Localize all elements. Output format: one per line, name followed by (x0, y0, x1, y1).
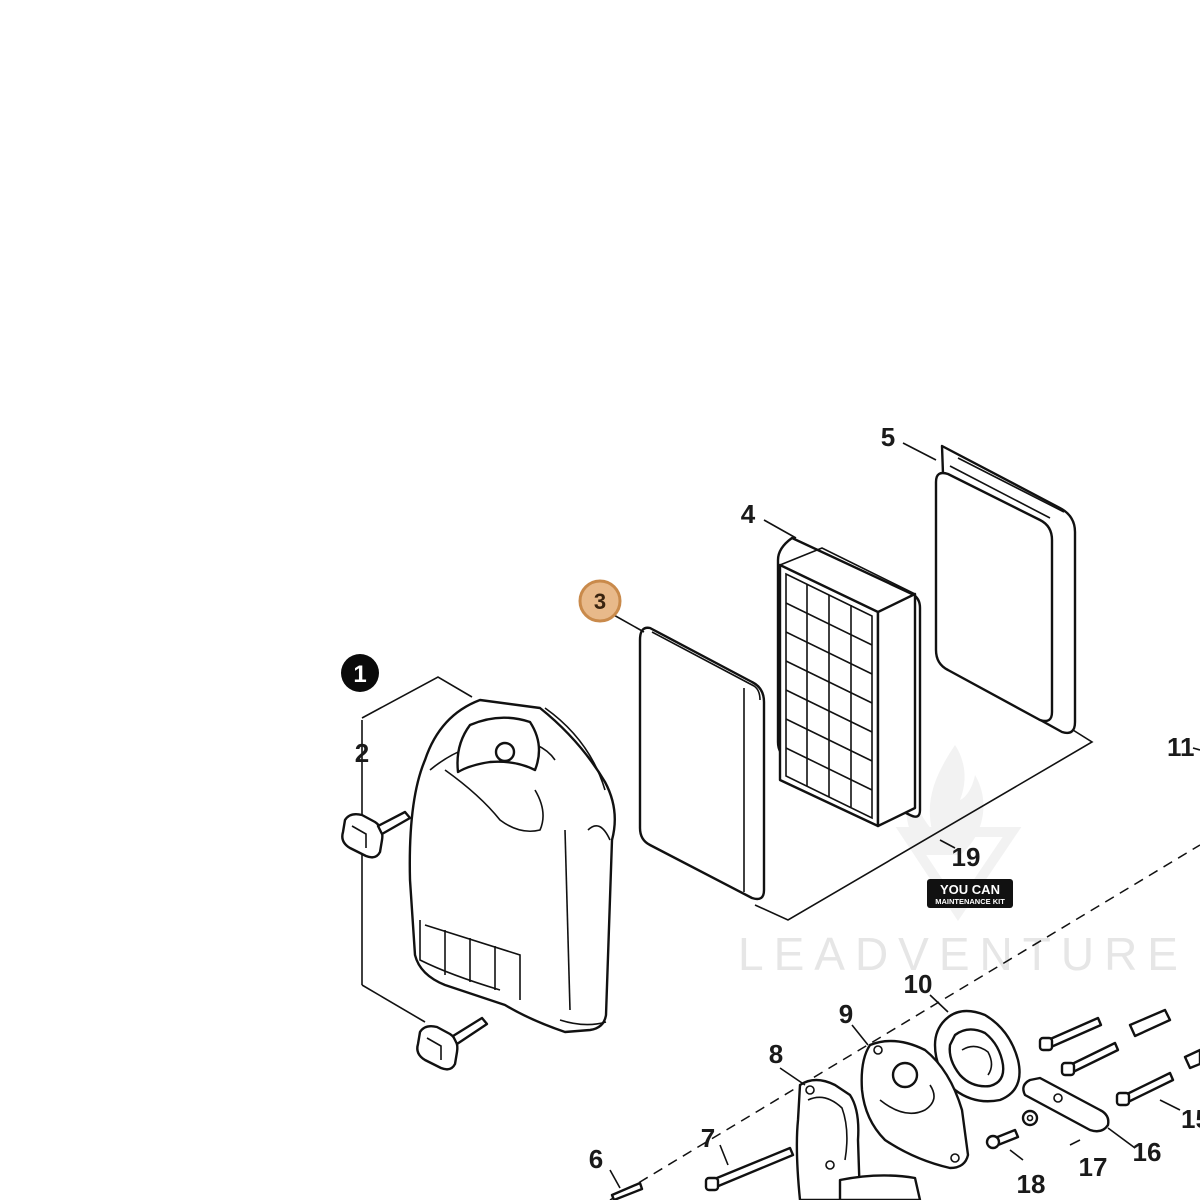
assembly-axis (609, 844, 1200, 1200)
callout-15[interactable]: 15 (1181, 1104, 1200, 1134)
callout-4[interactable]: 4 (741, 499, 756, 529)
knob-screw-icon (341, 810, 412, 859)
leadventure-watermark: LEADVENTURE (738, 745, 1188, 980)
callout-3[interactable]: 3 (578, 579, 622, 623)
kit-badge-subtitle: MAINTENANCE KIT (935, 897, 1005, 906)
callout-19[interactable]: 19 (952, 842, 981, 872)
callout-11[interactable]: 11 (1167, 732, 1195, 762)
callout-16[interactable]: 16 (1133, 1137, 1162, 1167)
grid-filter-icon (776, 536, 922, 828)
callout-15-label: 15 (1181, 1104, 1200, 1134)
callout-6-label: 6 (589, 1144, 603, 1174)
air-filter-cover-icon (408, 698, 616, 1034)
callout-8-label: 8 (769, 1039, 783, 1069)
callout-3-label: 3 (594, 589, 606, 614)
callout-5[interactable]: 5 (881, 422, 895, 452)
callout-2[interactable]: 2 (355, 738, 369, 768)
callout-11-label: 11 (1167, 732, 1195, 762)
watermark-text: LEADVENTURE (738, 928, 1188, 980)
callout-16-label: 16 (1133, 1137, 1162, 1167)
pre-filter-pad-icon (638, 626, 766, 901)
callout-10-label: 10 (904, 969, 933, 999)
base-plate-icon (795, 1078, 922, 1200)
callout-9-label: 9 (839, 999, 853, 1029)
gasket-icon (860, 1039, 970, 1170)
callout-18[interactable]: 18 (1017, 1169, 1046, 1199)
callout-18-label: 18 (1017, 1169, 1046, 1199)
callout-19-label: 19 (952, 842, 981, 872)
callout-4-label: 4 (741, 499, 756, 529)
callout-17-label: 17 (1079, 1152, 1108, 1182)
callout-7[interactable]: 7 (701, 1123, 715, 1153)
callout-5-label: 5 (881, 422, 895, 452)
callout-1[interactable]: 1 (341, 654, 379, 692)
bracket-icon (1022, 1076, 1110, 1133)
flame-logo-icon (895, 745, 1022, 921)
callout-9[interactable]: 9 (839, 999, 853, 1029)
callout-1-label: 1 (353, 661, 366, 688)
callout-6[interactable]: 6 (589, 1144, 603, 1174)
panel-filter-icon (934, 444, 1077, 735)
callout-17[interactable]: 17 (1079, 1152, 1108, 1182)
knob-screw-icon (416, 1016, 489, 1071)
callout-2-label: 2 (355, 738, 369, 768)
callout-8[interactable]: 8 (769, 1039, 783, 1069)
maintenance-kit-badge: YOU CAN MAINTENANCE KIT (927, 879, 1013, 908)
callout-7-label: 7 (701, 1123, 715, 1153)
seal-icon (933, 1009, 1021, 1103)
leader-lines (609, 442, 1200, 1189)
callout-10[interactable]: 10 (904, 969, 933, 999)
screw-icon (610, 1008, 1200, 1200)
kit-badge-title: YOU CAN (940, 882, 1000, 897)
